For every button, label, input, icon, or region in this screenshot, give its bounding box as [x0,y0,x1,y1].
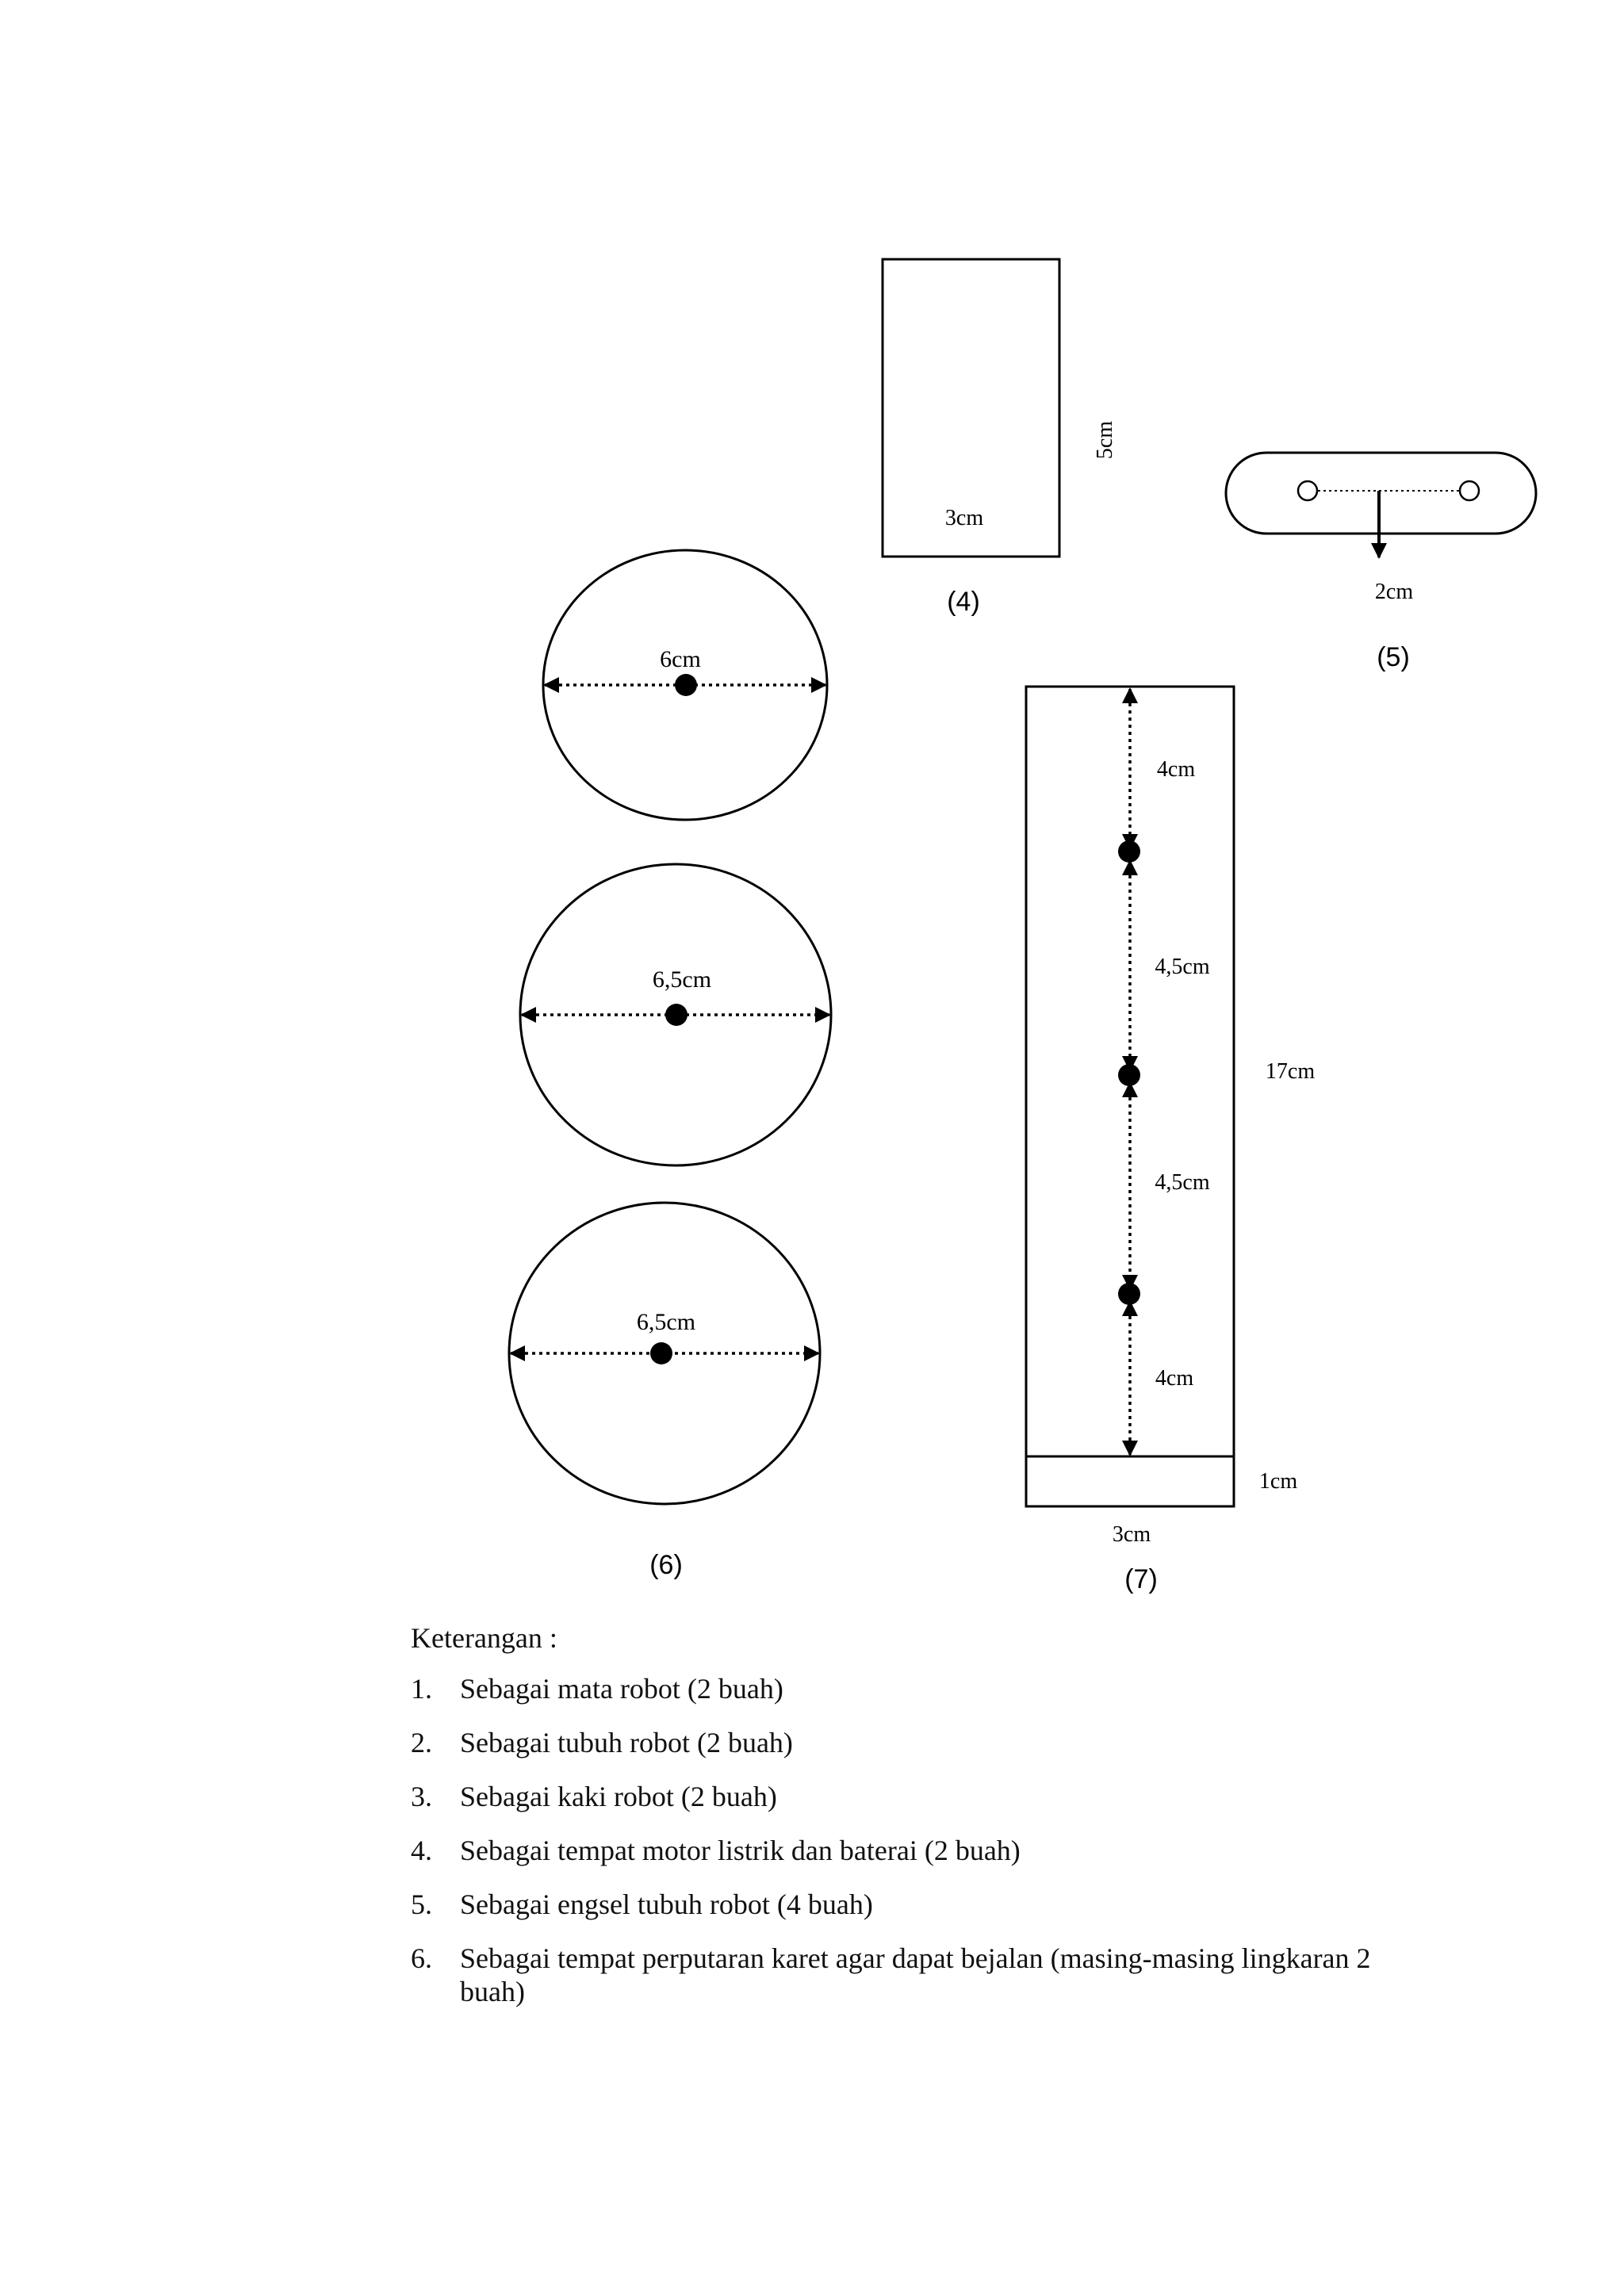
fig6-center-dot [650,1342,672,1364]
item-text: Sebagai tubuh robot (2 buah) [460,1727,793,1758]
item-number: 2. [411,1727,432,1758]
fig6-circle: 6,5cm [519,863,833,1167]
item-number: 5. [411,1888,432,1920]
figure-4: 3cm 5cm (4) [881,258,1117,617]
item-text: Sebagai tempat motor listrik dan baterai… [460,1835,1021,1866]
fig4-caption: (4) [947,587,980,617]
item-text: Sebagai engsel tubuh robot (4 buah) [460,1888,873,1920]
fig5-hinge-shape [1224,451,1538,535]
fig7-segment-label: 4,5cm [1155,955,1209,979]
fig7-pivot-dot [1118,840,1140,863]
list-item: 5. Sebagai engsel tubuh robot (4 buah) [411,1888,1442,1921]
item-text: Sebagai kaki robot (2 buah) [460,1781,777,1812]
item-number: 6. [411,1942,432,1974]
fig7-segment-label: 4,5cm [1155,1170,1209,1195]
fig6-circle-label: 6,5cm [637,1309,695,1335]
fig6-caption: (6) [649,1550,683,1580]
fig6-circle-label: 6,5cm [653,966,711,993]
list-item: 3. Sebagai kaki robot (2 buah) [411,1780,1442,1813]
figure-6: 6cm 6,5cm 6,5cm (6) [508,549,833,1580]
figure-5: 2cm (5) [1224,451,1538,672]
fig6-circle-label: 6cm [660,646,701,672]
list-item: 6. Sebagai tempat perputaran karet agar d… [411,1942,1442,2008]
fig7-segment-label: 4cm [1155,1366,1193,1391]
item-number: 3. [411,1781,432,1812]
fig7-width-label: 3cm [1113,1522,1151,1547]
item-number: 1. [411,1673,432,1705]
item-text: Sebagai tempat perputaran karet agar dap… [460,1942,1371,2007]
fig7-segment-label: 4cm [1157,757,1195,782]
fig6-circle: 6cm [542,549,829,821]
fig4-rectangle [881,258,1061,558]
fig7-caption: (7) [1124,1564,1158,1594]
fig4-width-label: 3cm [945,506,983,530]
fig7-rectangle [1025,685,1235,1508]
keterangan-list: 1. Sebagai mata robot (2 buah) 2. Sebagai … [411,1672,1442,2008]
fig6-center-dot [675,674,697,696]
fig7-pivot-dot [1118,1283,1140,1305]
fig7-height-label: 17cm [1266,1059,1315,1084]
fig5-caption: (5) [1377,642,1410,672]
item-number: 4. [411,1835,432,1866]
fig6-center-dot [665,1004,688,1026]
fig4-height-label: 5cm [1093,421,1117,459]
fig6-circle: 6,5cm [508,1201,822,1506]
fig5-label: 2cm [1375,580,1413,604]
figure-7: 4cm 4,5cm 4,5cm 4cm 17cm 1cm 3cm (7) [1025,685,1315,1594]
fig7-pivot-dot [1118,1064,1140,1086]
keterangan-section: Keterangan : 1. Sebagai mata robot (2 bua… [411,1621,1442,2029]
list-item: 1. Sebagai mata robot (2 buah) [411,1672,1442,1705]
keterangan-title: Keterangan : [411,1622,557,1654]
item-text: Sebagai mata robot (2 buah) [460,1673,783,1705]
fig7-base-label: 1cm [1259,1469,1297,1494]
fig5-hole-left [1297,480,1319,502]
list-item: 2. Sebagai tubuh robot (2 buah) [411,1726,1442,1759]
list-item: 4. Sebagai tempat motor listrik dan bater… [411,1834,1442,1867]
fig5-hole-right [1458,480,1480,502]
